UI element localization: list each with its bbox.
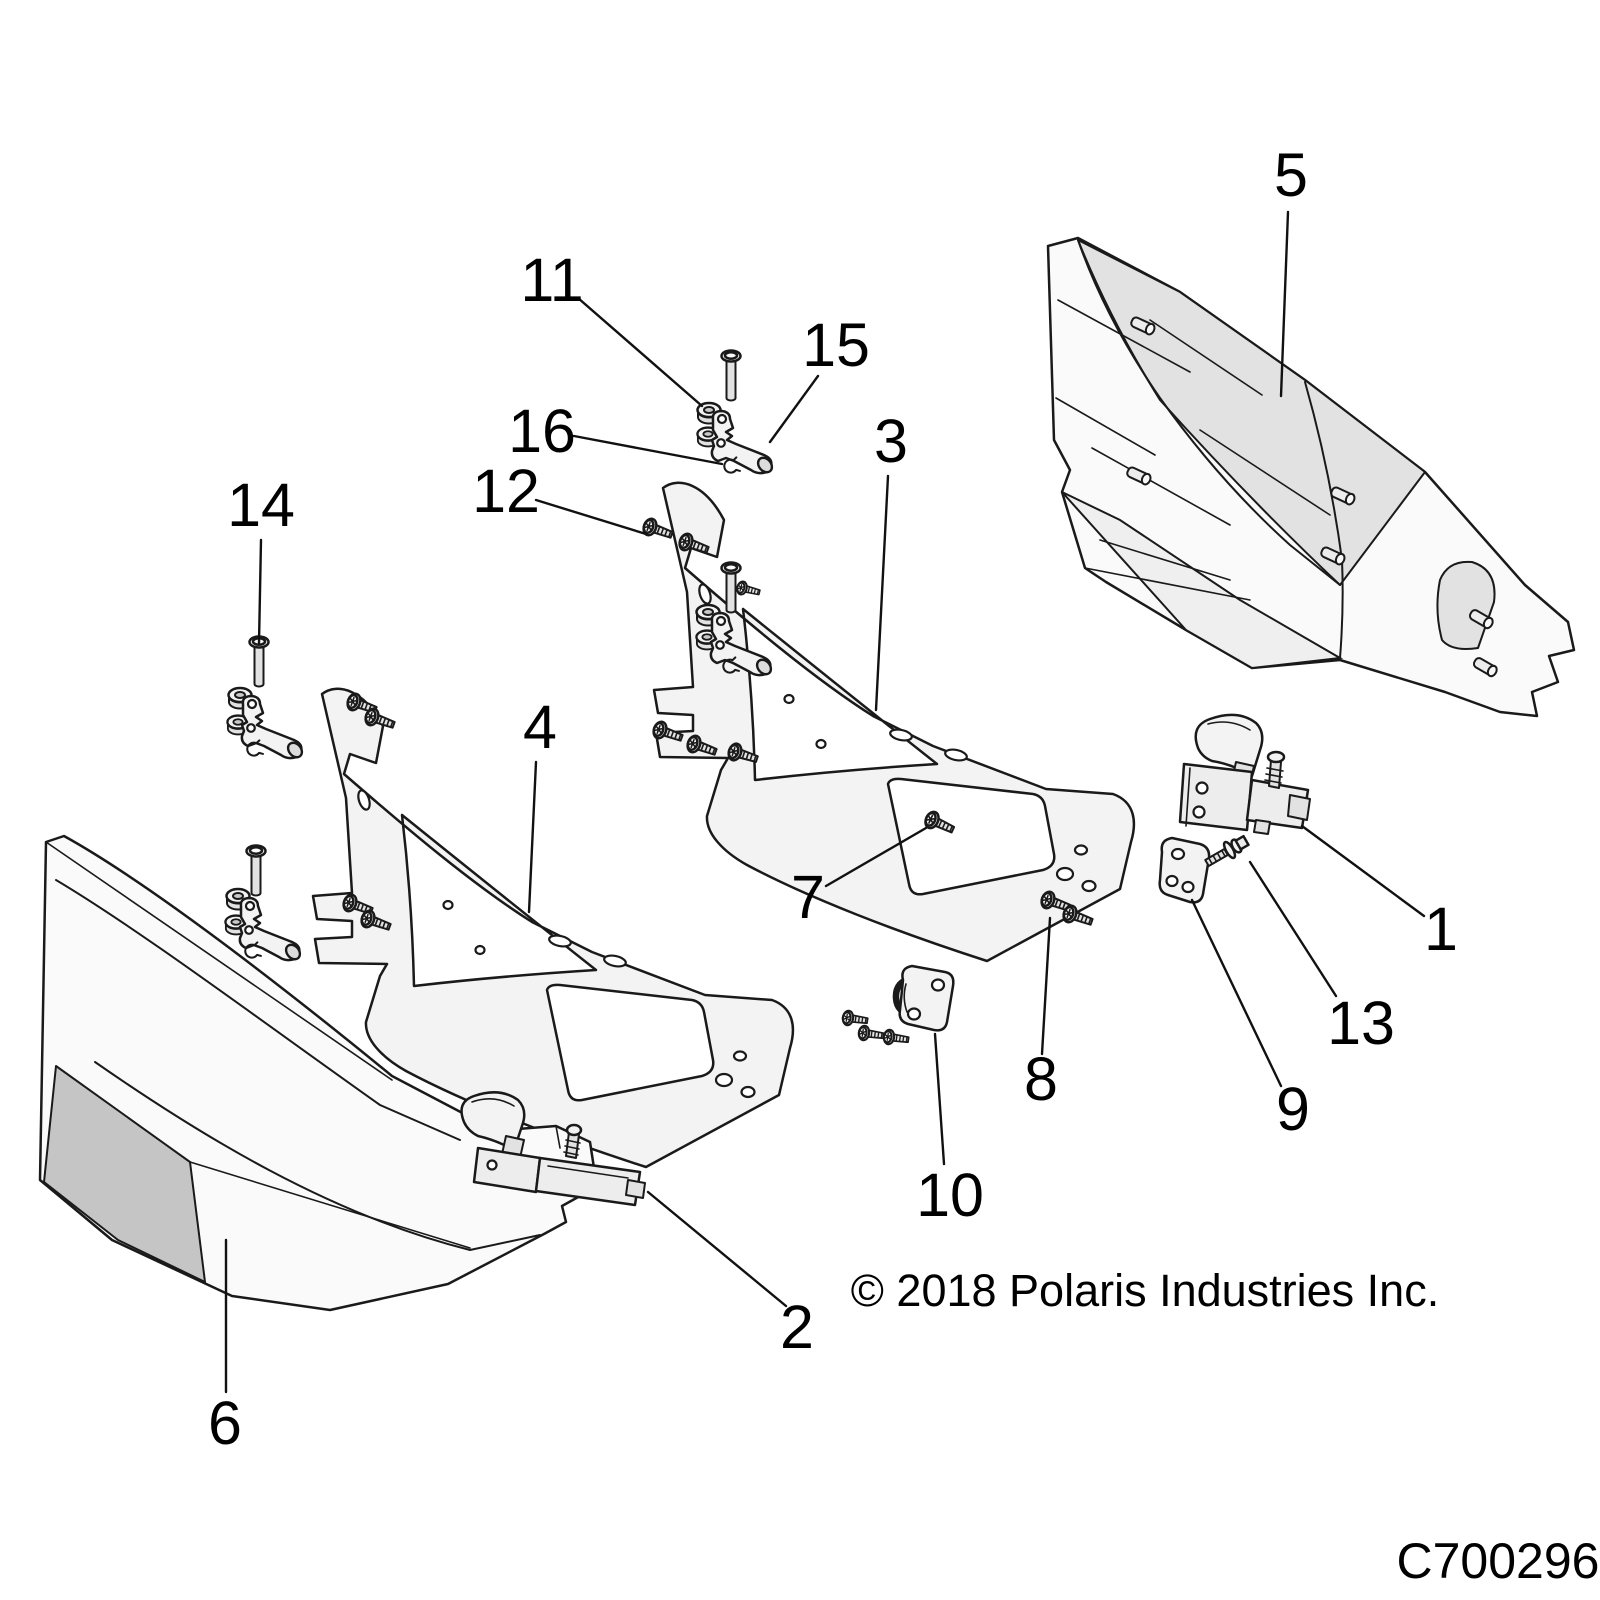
hinge-assembly-lower-left bbox=[224, 844, 304, 964]
callout-5: 5 bbox=[1274, 141, 1308, 209]
leader-line-11 bbox=[576, 296, 704, 408]
part-5-door-panel-inner bbox=[1046, 236, 1576, 718]
callout-16: 16 bbox=[508, 397, 576, 465]
part-11-hinge-pin bbox=[720, 349, 742, 402]
part-3-door-frame-rear bbox=[652, 481, 1136, 963]
callout-10: 10 bbox=[916, 1161, 984, 1229]
leader-line-8 bbox=[1040, 916, 1052, 1056]
leader-line-13 bbox=[1248, 860, 1338, 998]
leader-line-3 bbox=[874, 474, 890, 712]
screw bbox=[856, 1024, 886, 1044]
callout-4: 4 bbox=[523, 693, 557, 761]
callout-2: 2 bbox=[780, 1293, 814, 1361]
leader-line-1 bbox=[1300, 824, 1426, 918]
hinge-pin bbox=[245, 844, 267, 897]
callout-3: 3 bbox=[874, 407, 908, 475]
leader-line-7 bbox=[824, 826, 928, 888]
hinge-assembly-upper-left bbox=[226, 635, 306, 762]
callout-12: 12 bbox=[472, 457, 540, 525]
copyright-text: © 2018 Polaris Industries Inc. bbox=[851, 1265, 1439, 1316]
callout-13: 13 bbox=[1327, 989, 1395, 1057]
leader-line-15 bbox=[768, 374, 820, 444]
leader-line-5 bbox=[1279, 210, 1290, 398]
part-7-screw bbox=[921, 808, 958, 839]
callout-11: 11 bbox=[520, 246, 583, 314]
diagram-code: C700296 bbox=[1397, 1533, 1600, 1589]
part-10-latch-bracket bbox=[892, 964, 955, 1032]
hinge-assembly-upper-center bbox=[696, 349, 776, 477]
part-2-door-latch-assembly bbox=[460, 1091, 646, 1207]
callout-14: 14 bbox=[227, 471, 295, 539]
callout-1: 1 bbox=[1424, 895, 1458, 963]
callout-9: 9 bbox=[1276, 1075, 1310, 1143]
hinge-bracket bbox=[240, 694, 306, 762]
part-9-striker-plate bbox=[1158, 836, 1211, 904]
leader-lines bbox=[224, 210, 1426, 1394]
leader-line-12 bbox=[534, 498, 648, 536]
callout-7: 7 bbox=[791, 863, 825, 931]
callout-6: 6 bbox=[208, 1389, 242, 1457]
part-15-hinge-bracket bbox=[710, 409, 776, 477]
part-13-bolt bbox=[1204, 834, 1250, 868]
leader-line-4 bbox=[527, 760, 538, 914]
callout-15: 15 bbox=[802, 311, 870, 379]
leader-line-9 bbox=[1190, 898, 1283, 1088]
hinge-bracket bbox=[238, 896, 304, 964]
panel-shadow-face bbox=[43, 1065, 206, 1283]
leader-line-10 bbox=[933, 1032, 946, 1166]
leader-line-14 bbox=[257, 538, 263, 645]
screw bbox=[734, 579, 762, 600]
leader-line-2 bbox=[646, 1190, 788, 1308]
screw bbox=[881, 1028, 911, 1048]
callout-8: 8 bbox=[1024, 1045, 1058, 1113]
part-6-door-panel-outer bbox=[38, 834, 596, 1312]
part-1-door-latch-assembly bbox=[1178, 713, 1311, 835]
callout-labels: 1 2 3 4 5 6 7 8 9 10 11 12 13 14 15 16 bbox=[208, 141, 1458, 1457]
leader-line-16 bbox=[572, 434, 724, 466]
